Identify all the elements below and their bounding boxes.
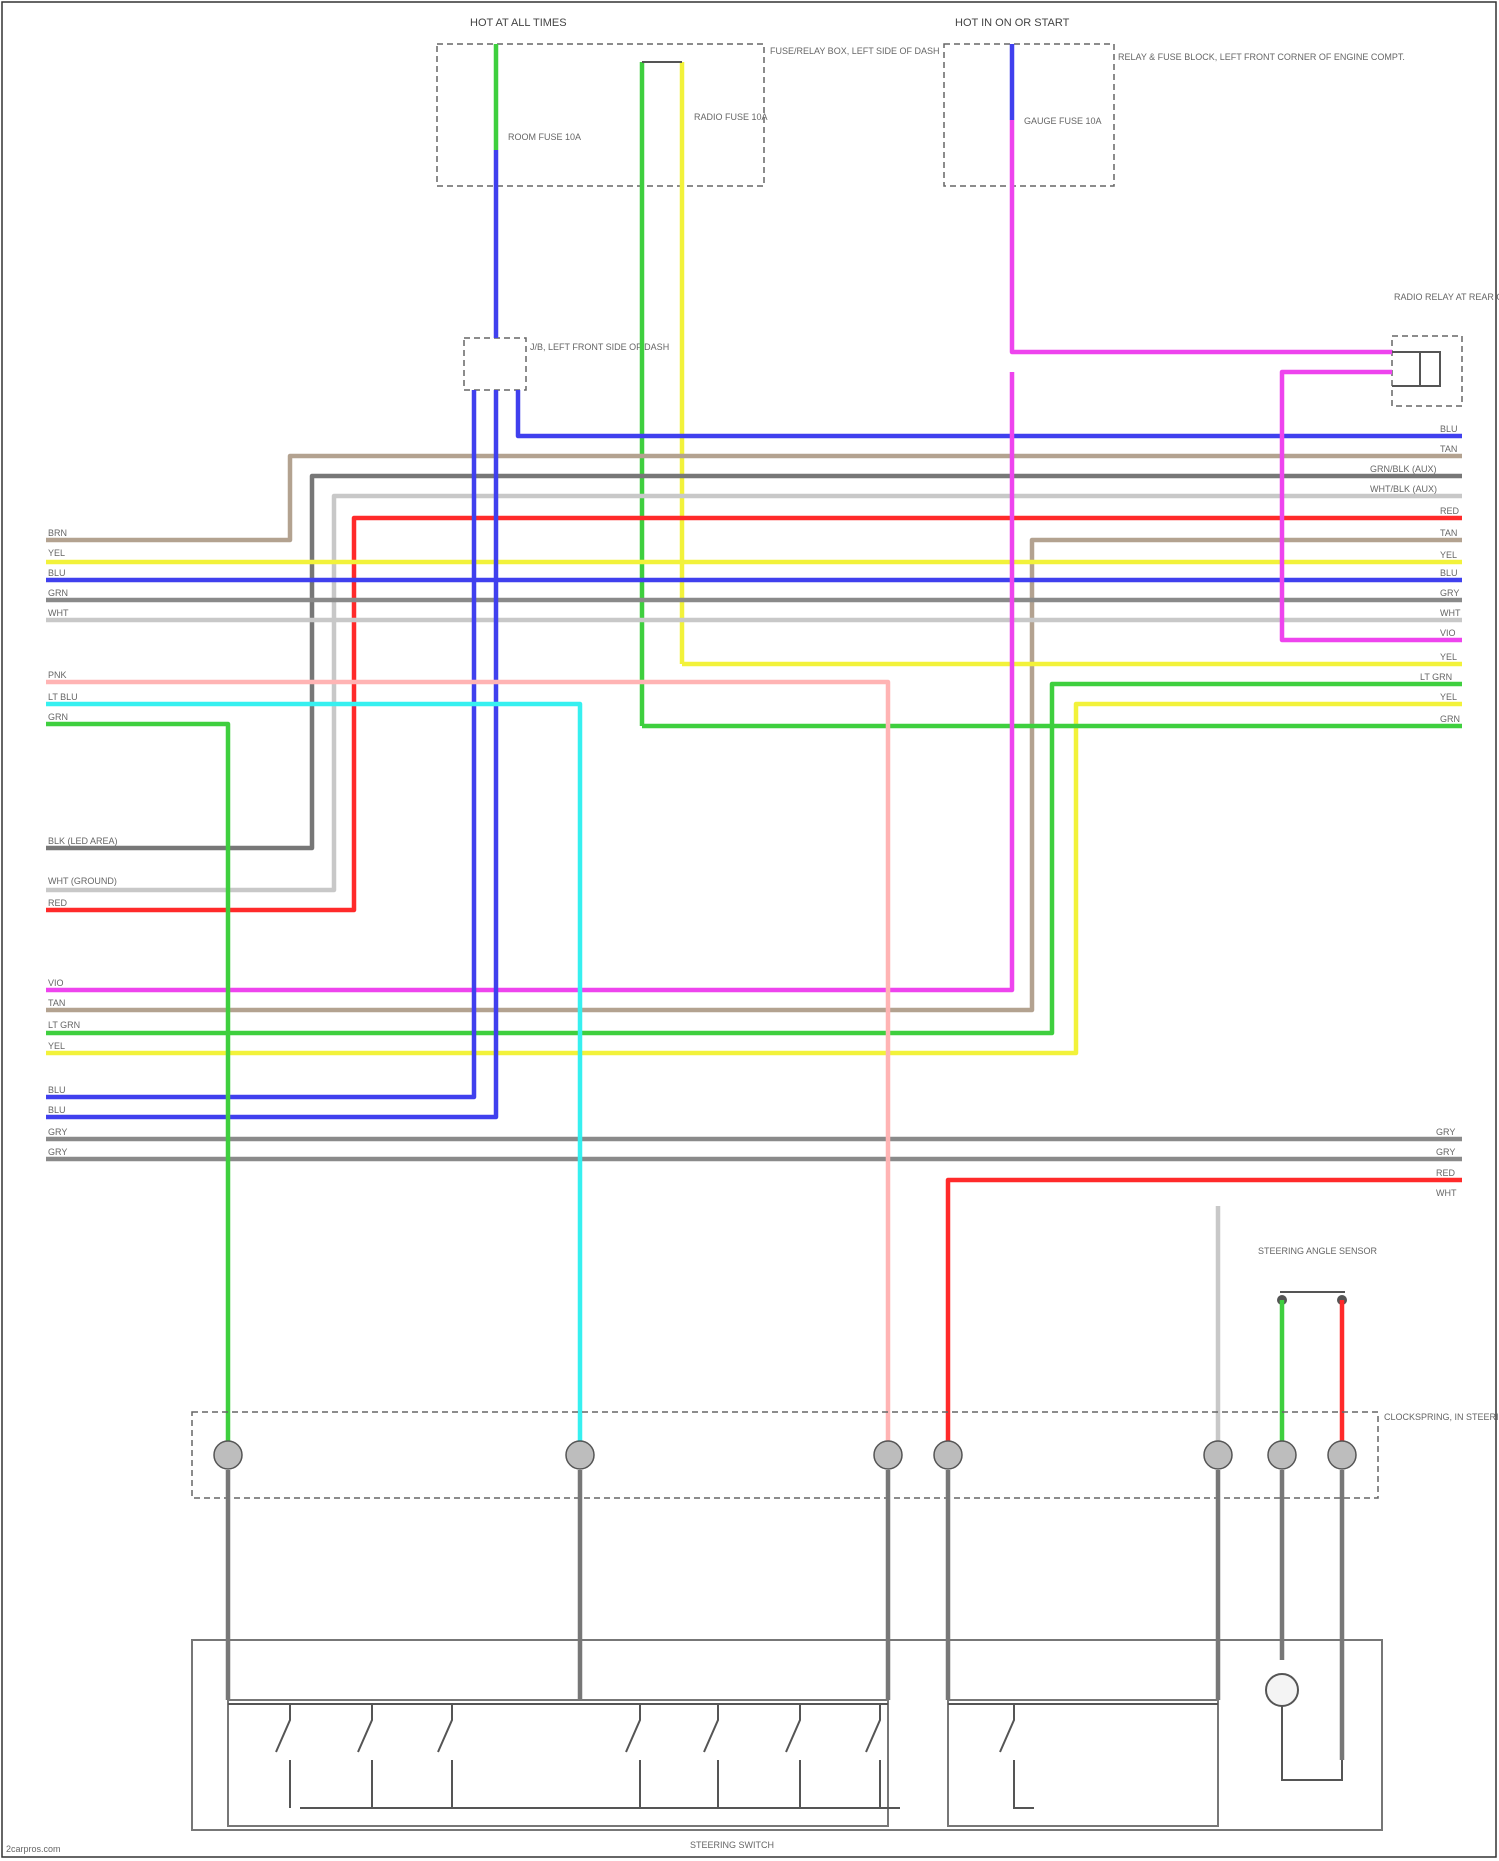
clockspring-terminal-6 bbox=[1268, 1441, 1296, 1469]
fuse-box-left-sublabel: FUSE/RELAY BOX, LEFT SIDE OF DASH bbox=[770, 46, 940, 56]
fuse-box-right-label: HOT IN ON OR START bbox=[955, 17, 1070, 29]
radio-relay-label: RADIO RELAY AT REAR OF DASH bbox=[1394, 292, 1499, 302]
svg-text:PNK: PNK bbox=[48, 670, 67, 680]
svg-text:WHT (GROUND): WHT (GROUND) bbox=[48, 876, 117, 886]
clockspring-terminal-5 bbox=[1204, 1441, 1232, 1469]
clockspring-terminal-1 bbox=[214, 1441, 242, 1469]
svg-text:GRY: GRY bbox=[1436, 1127, 1455, 1137]
svg-text:BLU: BLU bbox=[48, 1105, 66, 1115]
svg-text:WHT/BLK (AUX): WHT/BLK (AUX) bbox=[1370, 484, 1437, 494]
horn-motor bbox=[1266, 1674, 1298, 1706]
clockspring-label: CLOCKSPRING, IN STEERING COLUMN bbox=[1384, 1412, 1499, 1422]
svg-text:WHT: WHT bbox=[1436, 1188, 1457, 1198]
junction-block-label: J/B, LEFT FRONT SIDE OF DASH bbox=[530, 342, 669, 352]
svg-text:BLK (LED AREA): BLK (LED AREA) bbox=[48, 836, 118, 846]
clockspring-terminal-7 bbox=[1328, 1441, 1356, 1469]
svg-text:BLU: BLU bbox=[1440, 424, 1458, 434]
svg-text:GRN: GRN bbox=[1440, 714, 1460, 724]
steering-switch-label: STEERING SWITCH bbox=[690, 1840, 774, 1850]
svg-text:GRY: GRY bbox=[48, 1127, 67, 1137]
fuse-a-label: ROOM FUSE 10A bbox=[508, 132, 581, 142]
svg-text:YEL: YEL bbox=[1440, 550, 1457, 560]
fuse-box-left-label: HOT AT ALL TIMES bbox=[470, 17, 567, 29]
svg-text:BRN: BRN bbox=[48, 528, 67, 538]
svg-text:RED: RED bbox=[1440, 506, 1460, 516]
svg-text:RED: RED bbox=[1436, 1168, 1456, 1178]
svg-text:LT GRN: LT GRN bbox=[1420, 672, 1452, 682]
svg-text:TAN: TAN bbox=[1440, 444, 1457, 454]
svg-text:GRY: GRY bbox=[1436, 1147, 1455, 1157]
svg-text:VIO: VIO bbox=[1440, 628, 1456, 638]
svg-text:GRN: GRN bbox=[48, 712, 68, 722]
fuse-c-label: GAUGE FUSE 10A bbox=[1024, 116, 1102, 126]
svg-text:BLU: BLU bbox=[48, 1085, 66, 1095]
svg-text:WHT: WHT bbox=[1440, 608, 1461, 618]
svg-text:YEL: YEL bbox=[1440, 692, 1457, 702]
steering-angle-sensor-label: STEERING ANGLE SENSOR bbox=[1258, 1246, 1378, 1256]
clockspring-terminal-4 bbox=[934, 1441, 962, 1469]
svg-text:LT GRN: LT GRN bbox=[48, 1020, 80, 1030]
svg-text:TAN: TAN bbox=[1440, 528, 1457, 538]
svg-text:LT BLU: LT BLU bbox=[48, 692, 78, 702]
watermark: 2carpros.com bbox=[6, 1844, 61, 1854]
clockspring-terminal-2 bbox=[566, 1441, 594, 1469]
svg-text:BLU: BLU bbox=[1440, 568, 1458, 578]
svg-text:YEL: YEL bbox=[48, 548, 65, 558]
svg-text:WHT: WHT bbox=[48, 608, 69, 618]
svg-text:VIO: VIO bbox=[48, 978, 64, 988]
svg-text:YEL: YEL bbox=[48, 1041, 65, 1051]
svg-text:BLU: BLU bbox=[48, 568, 66, 578]
svg-text:RED: RED bbox=[48, 898, 68, 908]
svg-text:GRY: GRY bbox=[48, 1147, 67, 1157]
svg-text:GRN/BLK (AUX): GRN/BLK (AUX) bbox=[1370, 464, 1437, 474]
svg-text:GRN: GRN bbox=[48, 588, 68, 598]
fuse-b-label: RADIO FUSE 10A bbox=[694, 112, 768, 122]
svg-text:GRY: GRY bbox=[1440, 588, 1459, 598]
svg-text:TAN: TAN bbox=[48, 998, 65, 1008]
fuse-box-right-sublabel: RELAY & FUSE BLOCK, LEFT FRONT CORNER OF… bbox=[1118, 52, 1405, 62]
clockspring-terminal-3 bbox=[874, 1441, 902, 1469]
svg-text:YEL: YEL bbox=[1440, 652, 1457, 662]
